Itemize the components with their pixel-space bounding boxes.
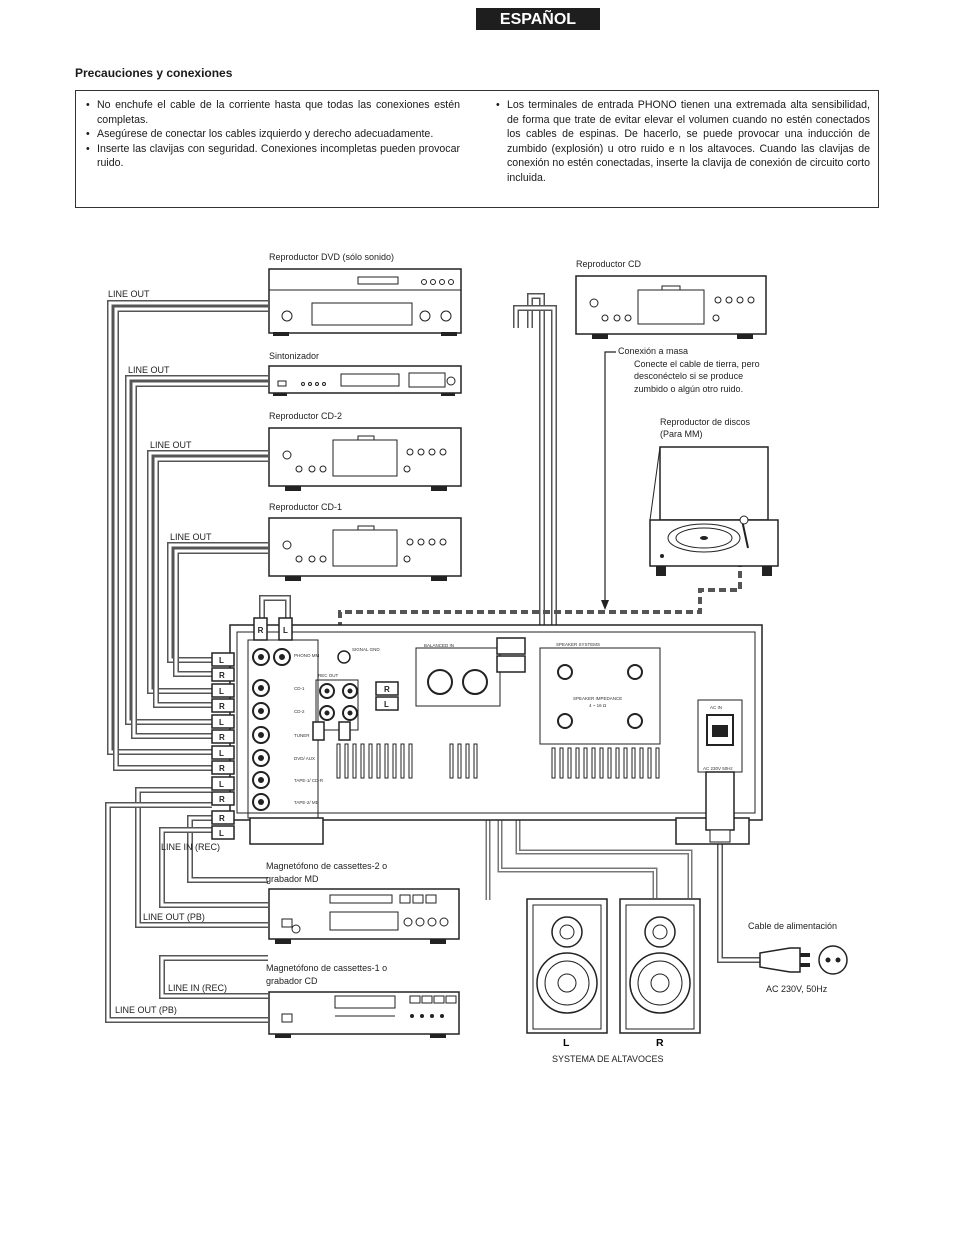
label-line-out-dvd: LINE OUT: [108, 289, 150, 299]
tuner: [268, 365, 462, 396]
label-tape2: TAPE-2/ MD: [294, 800, 320, 805]
plug-pair-phono: R L: [253, 617, 293, 641]
label-tuner: TUNER: [294, 733, 310, 738]
label-dvd-aux: DVD/ AUX: [294, 756, 315, 761]
label-impedance-range: 4 ~ 16 Ω: [589, 703, 607, 708]
label-line-out-pb-1: LINE OUT (PB): [115, 1005, 177, 1015]
speaker-right: [619, 898, 701, 1034]
cable-phono: [259, 560, 742, 630]
label-ac-rating: AC 230V 50Hz: [703, 766, 734, 771]
label-line-out-cd2: LINE OUT: [150, 440, 192, 450]
label-line-out-tuner: LINE OUT: [128, 365, 170, 375]
label-turntable: Reproductor de discos (Para MM): [660, 417, 751, 439]
label-tape-deck-1: Magnetófono de cassettes-1 o grabador CD: [266, 963, 388, 986]
ground-arrow: [601, 351, 616, 610]
plug-letter-r: R: [219, 814, 225, 823]
label-dvd-player: Reproductor DVD (sólo sonido): [269, 252, 394, 262]
label-tuner-device: Sintonizador: [269, 351, 319, 361]
section-title: Precauciones y conexiones: [75, 66, 233, 80]
label-line-in-rec-2: LINE IN (REC): [161, 842, 220, 852]
plug-letter-r: R: [384, 685, 390, 694]
label-speaker-impedance: SPEAKER IMPEDANCE: [573, 696, 622, 701]
plug-column: L R L R L R L R L R R L: [211, 652, 235, 840]
plug-letter-r: R: [258, 626, 264, 635]
label-line-out-pb-2: LINE OUT (PB): [143, 912, 205, 922]
label-power-spec: AC 230V, 50Hz: [766, 984, 828, 994]
tape-deck-2: [268, 888, 460, 944]
cd-player-2: [268, 427, 462, 491]
plug-letter-l: L: [219, 829, 224, 838]
plug-letter-l: L: [384, 700, 389, 709]
cable-tuner: [125, 375, 268, 739]
speaker-left-mark: L: [563, 1037, 570, 1049]
precautions-box: No enchufe el cable de la corriente hast…: [75, 90, 879, 208]
speaker-terminals: [539, 647, 661, 745]
plug-letter-l: L: [283, 626, 288, 635]
power-plug-icon: [705, 771, 848, 975]
label-phono-mm: PHONO MM: [294, 653, 320, 658]
speaker-right-mark: R: [656, 1037, 664, 1049]
cable-balanced: [513, 293, 557, 665]
cable-cd2: [147, 450, 268, 708]
ac-inlet: [697, 699, 743, 773]
label-cd1: CD-1: [294, 686, 305, 691]
plug-letter-r: R: [219, 733, 225, 742]
plug-letter-r: R: [219, 764, 225, 773]
precaution-item: Los terminales de entrada PHONO tienen u…: [496, 98, 870, 186]
precaution-item: Inserte las clavijas con seguridad. Cone…: [86, 142, 460, 171]
plug-letter-l: L: [219, 656, 224, 665]
rca-plugs: R L L R L R L R L R L R R: [211, 617, 399, 840]
label-line-in-rec-1: LINE IN (REC): [168, 983, 227, 993]
label-tape-deck-2: Magnetófono de cassettes-2 o grabador MD: [266, 861, 388, 884]
language-tab: ESPAÑOL: [476, 8, 600, 30]
label-cd-player-1: Reproductor CD-1: [269, 502, 342, 512]
precautions-left-list: No enchufe el cable de la corriente hast…: [86, 98, 460, 171]
diagram-labels: Reproductor DVD (sólo sonido) Sintonizad…: [108, 252, 837, 1064]
turntable: [649, 446, 779, 576]
label-cd-player-2: Reproductor CD-2: [269, 411, 342, 421]
plug-letter-l: L: [219, 718, 224, 727]
label-signal-gnd: SIGNAL GND: [352, 647, 380, 652]
plug-letter-r: R: [219, 795, 225, 804]
plug-letter-r: R: [219, 671, 225, 680]
rec-out-jacks: [315, 679, 359, 731]
ground-title: Conexión a masa: [618, 346, 689, 356]
cd-player-1: [268, 517, 462, 581]
label-speaker-system: SYSTEMA DE ALTAVOCES: [552, 1054, 664, 1064]
cd-player-main: [575, 275, 767, 339]
cable-tape1: [105, 787, 268, 1023]
label-speaker-systems: SPEAKER SYSTEMS: [556, 642, 600, 647]
plug-letter-l: L: [219, 749, 224, 758]
precautions-right-list: Los terminales de entrada PHONO tienen u…: [496, 98, 870, 186]
plug-letter-l: L: [219, 780, 224, 789]
tape-deck-1: [268, 991, 460, 1038]
precaution-item: Asegúrese de conectar los cables izquier…: [86, 127, 460, 142]
label-ac-in: AC IN: [710, 705, 722, 710]
plug-letter-l: L: [219, 687, 224, 696]
plug-pair-rec-out: R L: [312, 681, 399, 741]
cable-dvd: [107, 300, 268, 771]
dvd-player: [268, 268, 462, 336]
cable-cd1: [167, 542, 268, 677]
label-cd2: CD-2: [294, 709, 305, 714]
label-rec-out: REC OUT: [318, 673, 339, 678]
label-power-cable: Cable de alimentación: [748, 921, 837, 931]
label-tape1: TAPE-1/ CD-R: [294, 778, 324, 783]
plug-letter-r: R: [219, 702, 225, 711]
cable-tape2: [159, 815, 268, 908]
ground-note: Conecte el cable de tierra, pero desconé…: [634, 358, 760, 394]
label-cd-player-main: Reproductor CD: [576, 259, 642, 269]
vent-slots: [336, 743, 660, 779]
precaution-item: No enchufe el cable de la corriente hast…: [86, 98, 460, 127]
speaker-left: [526, 898, 608, 1034]
balanced-in-block: [415, 647, 501, 707]
amplifier-rear-panel: PHONO MM CD-1 CD-2 TUNER DVD/ AUX TAPE-1…: [229, 624, 763, 845]
label-balanced-in: BALANCED IN: [424, 643, 454, 648]
label-line-out-cd1: LINE OUT: [170, 532, 212, 542]
